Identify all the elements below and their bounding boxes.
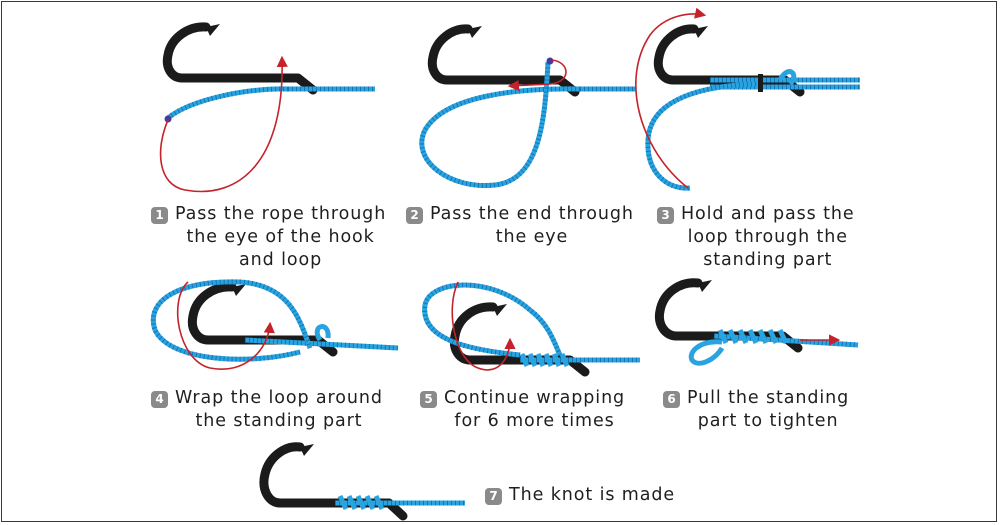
step-4-caption: 4 Wrap the loop around the standing part <box>151 387 383 433</box>
hook-icon <box>259 442 408 521</box>
direction-arrow <box>176 281 275 370</box>
step-number-badge: 4 <box>151 391 168 408</box>
rope <box>688 328 859 366</box>
rope <box>164 86 375 123</box>
step-2-illustration <box>419 24 636 189</box>
step-number-badge: 1 <box>151 207 168 224</box>
rope <box>335 494 465 511</box>
step-number-badge: 7 <box>485 488 502 505</box>
hook-icon <box>187 282 338 357</box>
step-text: The knot is made <box>509 485 676 505</box>
step-text: Continue wrapping for 6 more times <box>444 388 626 431</box>
step-3-illustration <box>635 7 860 191</box>
step-2-caption: 2 Pass the end through the eye <box>406 203 634 249</box>
step-text: Hold and pass the loop through the stand… <box>681 204 855 270</box>
step-6-illustration <box>654 278 859 366</box>
step-7-caption: 7 The knot is made <box>485 484 675 507</box>
step-6-caption: 6 Pull the standing part to tighten <box>663 387 849 433</box>
step-7-illustration <box>259 442 465 521</box>
hook-icon <box>654 278 803 353</box>
hook-icon <box>653 24 805 97</box>
step-4-illustration <box>150 279 399 370</box>
rope <box>645 69 860 191</box>
step-number-badge: 2 <box>406 207 423 224</box>
direction-arrow <box>159 55 288 193</box>
step-text: Wrap the loop around the standing part <box>175 388 383 431</box>
direction-arrow <box>451 281 516 371</box>
step-1-caption: 1 Pass the rope through the eye of the h… <box>151 203 386 272</box>
step-text: Pass the rope through the eye of the hoo… <box>175 204 387 270</box>
rope <box>419 57 636 189</box>
direction-arrow <box>507 59 567 92</box>
step-number-badge: 5 <box>420 391 437 408</box>
hook-icon <box>162 22 318 95</box>
rope <box>150 279 399 362</box>
step-number-badge: 3 <box>657 207 674 224</box>
step-text: Pass the end through the eye <box>430 204 634 247</box>
hook-icon <box>427 24 580 97</box>
step-1-illustration <box>159 22 375 193</box>
step-number-badge: 6 <box>663 391 680 408</box>
step-5-caption: 5 Continue wrapping for 6 more times <box>420 387 625 433</box>
direction-arrow <box>635 7 707 189</box>
step-3-caption: 3 Hold and pass the loop through the sta… <box>657 203 855 272</box>
step-text: Pull the standing part to tighten <box>687 388 850 431</box>
step-5-illustration <box>422 281 640 377</box>
